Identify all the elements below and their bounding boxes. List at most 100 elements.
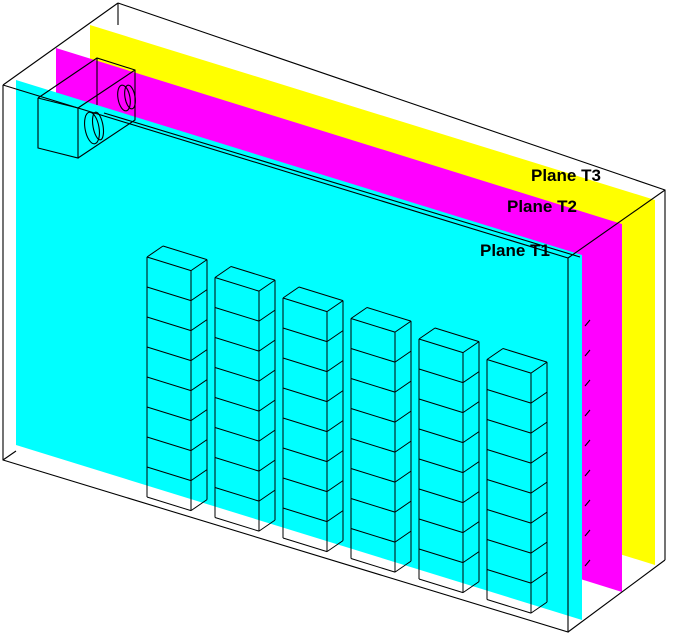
rack-shelf-edge xyxy=(282,417,328,433)
plane-tick-mark xyxy=(584,529,591,537)
rack-depth-edge xyxy=(190,439,208,452)
rack-shelf-edge xyxy=(486,509,532,524)
rack-shelf-edge xyxy=(214,457,260,472)
rack-depth-edge xyxy=(326,510,344,523)
plane-t3-label: Plane T3 xyxy=(531,166,601,185)
air-inlet-unit xyxy=(37,57,136,159)
rack-depth-edge xyxy=(530,451,548,464)
rack-top-edge xyxy=(366,307,412,322)
rack-shelf-edge xyxy=(282,297,328,313)
rack-depth-edge xyxy=(190,409,208,422)
rack-shelf-edge xyxy=(486,389,532,404)
rack-depth-edge xyxy=(326,540,344,553)
rack-shelf-edge xyxy=(282,507,328,523)
plane-tick-mark xyxy=(584,439,591,447)
rack-depth-edge xyxy=(462,431,480,444)
rack-depth-edge xyxy=(190,379,208,392)
plane-t1-label: Plane T1 xyxy=(480,241,550,260)
rack-shelf-edge xyxy=(418,548,464,564)
rack-shelf-edge xyxy=(418,488,464,504)
rack-shelf-edge xyxy=(214,517,260,532)
rack-shelf-edge xyxy=(146,286,192,302)
rack-shelf-edge xyxy=(418,458,464,474)
rack-depth-edge xyxy=(258,489,276,502)
rack-depth-edge xyxy=(190,469,208,482)
rack-depth-edge xyxy=(190,319,208,332)
rack-shelf-edge xyxy=(146,376,192,392)
plane-t2-ticks xyxy=(584,319,591,567)
rack-shelf-edge xyxy=(146,436,192,452)
rack-shelf-edge xyxy=(486,449,532,464)
rack-depth-edge xyxy=(530,511,548,524)
rack-depth-edge xyxy=(394,470,412,483)
rack-shelf-edge xyxy=(214,367,260,382)
rack-shelf-edge xyxy=(418,578,464,594)
rack-shelf-edge xyxy=(350,468,396,483)
rack-depth-edge xyxy=(258,309,276,322)
rack-shelf-edge xyxy=(282,327,328,343)
rack-shelf-edge xyxy=(282,447,328,463)
rack-top-edge xyxy=(298,286,344,302)
fan-ring-icon xyxy=(84,111,100,145)
plane-tick-mark xyxy=(584,349,591,357)
rack-shelf-edge xyxy=(418,428,464,444)
rack-top-edge xyxy=(162,245,208,261)
rack-column xyxy=(418,327,480,594)
rack-column xyxy=(214,266,276,532)
rack-shelf-edge xyxy=(350,498,396,513)
rack-shelf-edge xyxy=(214,307,260,322)
rack-depth-edge xyxy=(394,440,412,453)
room-box-outline xyxy=(2,2,666,633)
rack-shelf-edge xyxy=(350,528,396,543)
rack-shelf-edge xyxy=(282,357,328,373)
plane-tick-mark xyxy=(584,409,591,417)
rack-shelf-edge xyxy=(486,359,532,374)
rack-depth-edge xyxy=(530,421,548,434)
rack-shelf-edge xyxy=(486,539,532,554)
rack-shelf-edge xyxy=(214,337,260,352)
fan-ring-icon xyxy=(117,84,131,112)
rack-depth-edge xyxy=(462,491,480,504)
rack-top-edge xyxy=(434,327,480,343)
rack-depth-edge xyxy=(394,320,412,333)
rack-depth-edge xyxy=(190,289,208,302)
rack-shelf-edge xyxy=(214,427,260,442)
rack-depth-edge xyxy=(462,551,480,564)
rack-shelf-edge xyxy=(214,487,260,502)
rack-shelf-edge xyxy=(350,438,396,453)
rack-shelf-edge xyxy=(146,316,192,332)
rack-depth-edge xyxy=(258,369,276,382)
rack-depth-edge xyxy=(530,601,548,614)
rack-shelf-edge xyxy=(214,277,260,292)
rack-depth-edge xyxy=(258,519,276,532)
rack-depth-edge xyxy=(462,371,480,384)
rack-depth-edge xyxy=(394,530,412,543)
plane-t2-label: Plane T2 xyxy=(507,197,577,216)
rack-top-edge xyxy=(230,266,276,281)
rack-depth-edge xyxy=(258,399,276,412)
rack-top-edge xyxy=(214,266,232,278)
rack-depth-edge xyxy=(190,349,208,362)
rack-shelf-edge xyxy=(486,569,532,584)
rack-shelf-edge xyxy=(350,558,396,573)
rack-shelf-edge xyxy=(350,348,396,363)
rack-top-edge xyxy=(350,307,368,319)
rack-depth-edge xyxy=(530,571,548,584)
rack-shelf-edge xyxy=(486,479,532,494)
plane-tick-mark xyxy=(584,469,591,477)
rack-shelf-edge xyxy=(146,256,192,272)
rack-top-edge xyxy=(502,348,548,363)
rack-depth-edge xyxy=(190,499,208,512)
rack-depth-edge xyxy=(530,391,548,404)
rack-depth-edge xyxy=(394,410,412,423)
rack-depth-edge xyxy=(394,350,412,363)
rack-depth-edge xyxy=(462,521,480,534)
rack-depth-edge xyxy=(258,429,276,442)
rack-shelf-edge xyxy=(146,346,192,362)
rack-depth-edge xyxy=(326,330,344,343)
rack-shelf-edge xyxy=(214,397,260,412)
rack-shelf-edge xyxy=(350,408,396,423)
rack-top-edge xyxy=(282,286,300,299)
